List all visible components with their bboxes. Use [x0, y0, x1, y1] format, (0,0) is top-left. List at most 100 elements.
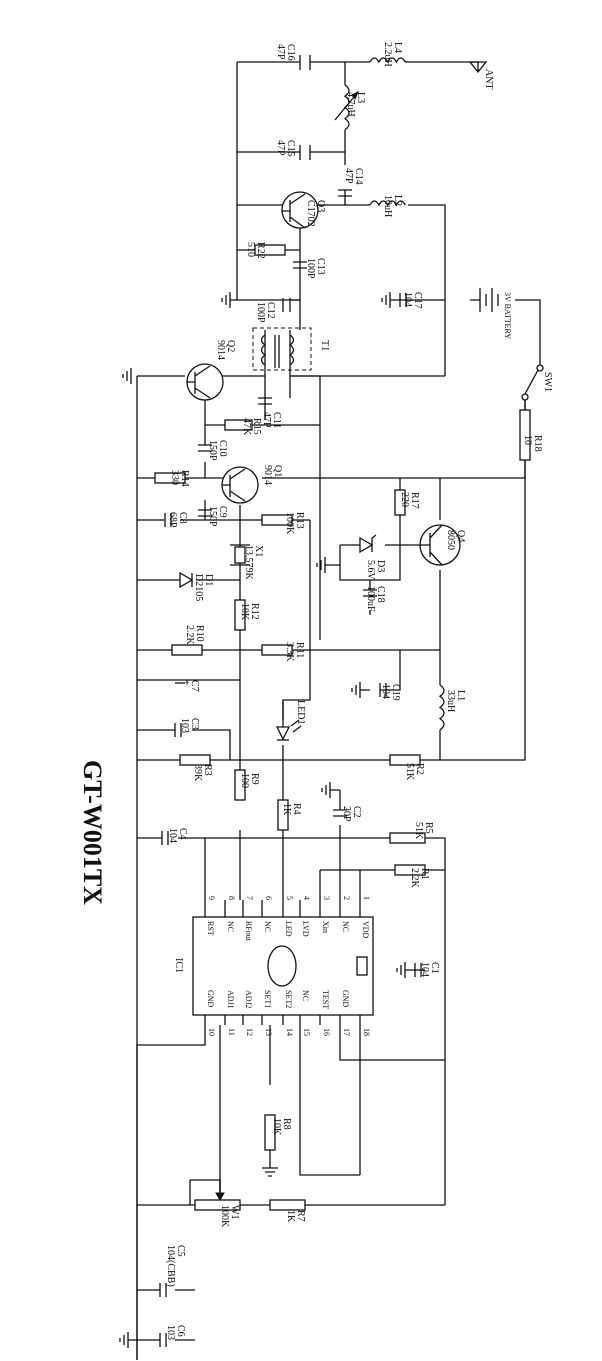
- r17-body: [394, 489, 406, 516]
- c9: [198, 509, 212, 517]
- capacitors: [159, 55, 422, 1347]
- c3-ref-label: C3: [189, 718, 200, 730]
- q4-symbol: [419, 524, 461, 566]
- q1-symbol: [221, 466, 259, 504]
- l1-coil: [438, 684, 445, 731]
- l1-ref-label: L1: [455, 690, 466, 701]
- led1-symbol: [275, 726, 291, 741]
- r8-ref-label: R8: [281, 1118, 292, 1130]
- schematic-title: GT-W001TX: [78, 760, 107, 905]
- q4-value-label: 8050: [445, 530, 456, 550]
- grounds: [119, 292, 415, 1348]
- r4-value-label: 1K: [281, 803, 292, 816]
- power-section: [468, 61, 544, 401]
- r5-body: [389, 832, 426, 844]
- ic1-pin-16-number: 16: [322, 1028, 331, 1036]
- sw1-contact-b: [521, 393, 529, 401]
- c11: [258, 397, 272, 405]
- q3-ref-label: Q3: [315, 200, 326, 212]
- r3-body: [179, 754, 211, 766]
- c17-ref-label: C17: [412, 292, 423, 309]
- w1-body: [194, 1199, 241, 1211]
- l2-value-label: 10uH: [382, 195, 393, 217]
- r1-ref-label: R1: [419, 868, 430, 880]
- r5-ref-label: R5: [423, 822, 434, 834]
- ic1-pin-16-name: TEST: [321, 990, 330, 1009]
- c8-value-label: 68P: [167, 512, 178, 528]
- c19-ref-label: C19: [390, 684, 401, 701]
- c5-value-label: 104(CBB): [165, 1245, 176, 1287]
- r12-body: [234, 599, 246, 631]
- l2-ref-label: L2: [392, 195, 403, 206]
- ic1-pin-14-number: 14: [285, 1028, 294, 1036]
- r4-ref-label: R4: [291, 803, 302, 815]
- c15-ref-label: C15: [285, 140, 296, 157]
- ic1-pin-12-name: ADJ2: [244, 990, 253, 1009]
- r22-body: [254, 244, 286, 256]
- battery-label: 3V BATTERY: [503, 292, 512, 339]
- r7-value-label: 1K: [285, 1210, 296, 1223]
- c14: [338, 189, 352, 197]
- r14-ref-label: R14: [179, 470, 190, 487]
- r13-value-label: 100K: [284, 512, 295, 535]
- r8-body: [264, 1114, 276, 1151]
- r15-body: [224, 419, 253, 431]
- r15-ref-label: R15: [251, 418, 262, 435]
- c11-value-label: 47P: [261, 412, 272, 428]
- ic1-pin-2-number: 2: [342, 896, 351, 900]
- ic1-ref-label: IC1: [173, 958, 184, 973]
- r18-value-label: 10: [522, 435, 533, 445]
- c14-ref-label: C14: [353, 168, 364, 185]
- r10-value-label: 2.2K: [184, 625, 195, 646]
- q1-ref-label: Q1: [272, 465, 283, 477]
- c4-ref-label: C4: [177, 828, 188, 840]
- inductors: [252, 57, 445, 731]
- c19: [379, 683, 387, 697]
- r17-ref-label: R17: [409, 492, 420, 509]
- d1-ref-label: D1: [203, 574, 214, 586]
- c12-ref-label: C12: [265, 302, 276, 319]
- ic1-pin-10-number: 10: [207, 1028, 216, 1036]
- ic1-pin-8-name: NC: [226, 921, 235, 932]
- r22-value-label: 510: [245, 242, 256, 257]
- c8-ref-label: C8: [177, 512, 188, 524]
- c15: [299, 145, 311, 160]
- c2: [333, 809, 347, 817]
- ic1-pin-8-number: 8: [227, 896, 236, 900]
- c15-value-label: 47P: [275, 140, 286, 156]
- ic1-pin-5-number: 5: [285, 896, 294, 900]
- r18-ref-label: R18: [532, 435, 543, 452]
- r13-body: [261, 514, 293, 526]
- q2-value-label: 9014: [215, 340, 226, 360]
- d1-symbol: [179, 571, 194, 589]
- t1-box: [252, 327, 312, 371]
- q3-value-label: C1702: [305, 200, 316, 227]
- c3: [174, 723, 182, 737]
- resistors: [154, 244, 531, 1211]
- r11-body: [261, 644, 293, 656]
- q4-ref-label: Q4: [455, 530, 466, 542]
- ic1-pin-11-name: ADJ1: [226, 990, 235, 1009]
- w1-value-label: 100K: [219, 1205, 230, 1228]
- c9-value-label: 150P: [207, 506, 218, 527]
- c10-ref-label: C10: [217, 440, 228, 457]
- r9-body: [234, 769, 246, 801]
- ic1-pin-10-name: GND: [206, 990, 215, 1008]
- r7-body: [269, 1199, 306, 1211]
- q2-ref-label: Q2: [225, 340, 236, 352]
- c5-ref-label: C5: [175, 1245, 186, 1257]
- r10-body: [171, 644, 203, 656]
- r1-value-label: 2.2K: [409, 868, 420, 889]
- r8-value-label: 10K: [271, 1118, 282, 1136]
- sw1-contact-a: [536, 364, 544, 372]
- c6-value-label: 103: [165, 1325, 176, 1340]
- ic1-pin-5-name: LED: [284, 921, 293, 937]
- q3-symbol: [281, 191, 319, 229]
- c13: [293, 261, 307, 269]
- c6: [159, 1333, 167, 1347]
- c3-value-label: 103: [179, 718, 190, 733]
- r7-ref-label: R7: [295, 1210, 306, 1222]
